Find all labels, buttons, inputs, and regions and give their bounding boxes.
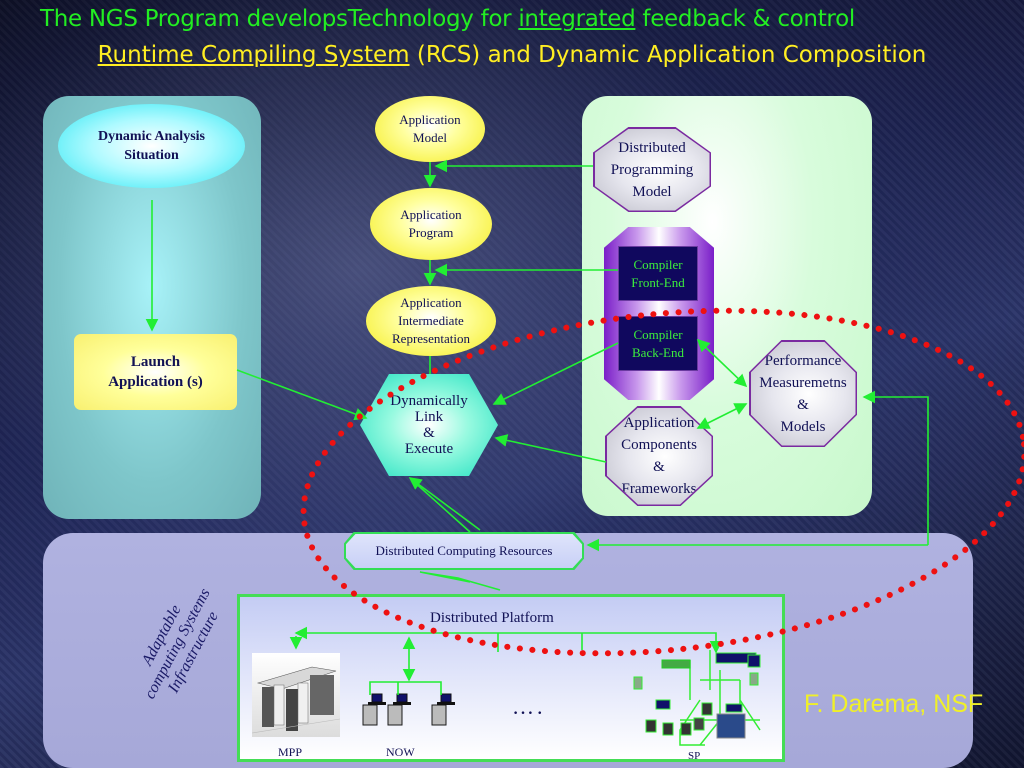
node-text: Application — [399, 112, 461, 127]
node-text: Application — [623, 415, 695, 431]
mpp-supercomputer-image — [251, 653, 341, 737]
supercomputer-icon — [251, 666, 341, 734]
node-text: & — [653, 459, 665, 475]
title-line-2-suffix: (RCS) and Dynamic Application Compositio… — [409, 42, 927, 68]
node-text: Execute — [404, 441, 454, 457]
title-integrated: integrated — [518, 6, 636, 32]
node-text: Program — [408, 225, 454, 240]
node-text: Models — [780, 418, 826, 435]
node-text: Link — [414, 409, 444, 425]
author-credit: F. Darema, NSF — [804, 690, 984, 718]
node-text: Distributed — [618, 139, 686, 156]
node-text: Back-End — [632, 344, 684, 360]
node-text: Launch — [130, 354, 181, 370]
title-line-2: Runtime Compiling System (RCS) and Dynam… — [0, 42, 1024, 68]
node-text: & — [797, 396, 809, 413]
node-text: Front-End — [631, 274, 685, 290]
node-text: Programming — [610, 161, 694, 178]
node-text: Components — [621, 437, 697, 453]
node-text: Dynamically — [390, 393, 468, 409]
node-text: Model — [632, 183, 672, 200]
distributed-platform-label: Distributed Platform — [430, 610, 554, 626]
node-text: Performance — [764, 352, 842, 369]
more-platforms-ellipsis: …. — [512, 694, 546, 719]
arrow-feedback-to-performance — [862, 390, 929, 545]
mpp-label: MPP — [278, 745, 303, 759]
node-text: Measuremetns — [759, 374, 847, 391]
sp-label: SP — [688, 750, 701, 762]
distributed-computing-resources-node[interactable]: Distributed Computing Resources — [344, 532, 584, 570]
node-text: Frameworks — [621, 481, 697, 497]
arrow-resources-to-link-2 — [411, 479, 471, 533]
node-text: Compiler — [633, 326, 683, 342]
title-line-1: The NGS Program developsTechnology for i… — [40, 6, 1024, 32]
node-text: Application (s) — [108, 374, 203, 390]
node-text: Situation — [124, 148, 179, 163]
title-line-1-prefix: The NGS Program developsTechnology for — [40, 6, 519, 32]
now-label: NOW — [386, 745, 415, 759]
node-text: & — [423, 425, 435, 441]
node-text: Dynamic Analysis — [98, 129, 205, 144]
node-text: Representation — [392, 331, 470, 346]
title-rcs: Runtime Compiling System — [97, 42, 410, 68]
node-text: Intermediate — [398, 313, 464, 328]
node-text: Application — [400, 207, 462, 222]
node-text: Compiler — [633, 256, 683, 272]
node-text: Model — [413, 130, 447, 145]
arrow-resources-to-link — [408, 477, 481, 531]
node-text: Distributed Computing Resources — [346, 534, 582, 568]
node-text: Application — [400, 295, 462, 310]
title-line-1-suffix: feedback & control — [635, 6, 855, 32]
